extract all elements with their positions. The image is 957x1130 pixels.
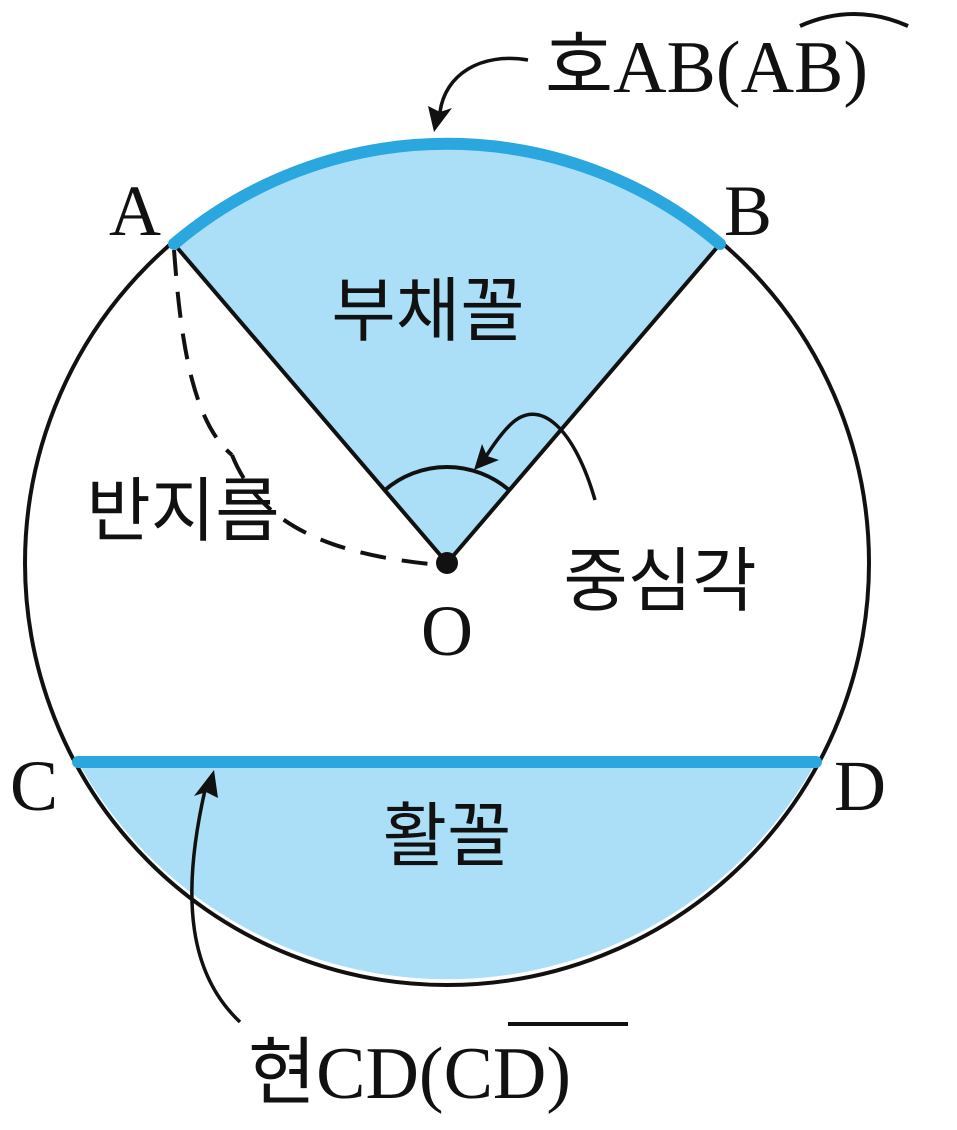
arc-label-notation: AB <box>741 27 844 109</box>
point-label-D: D <box>834 746 886 826</box>
radius-dashed-curve <box>172 249 441 567</box>
chord-label: 현CD(CD) <box>248 1030 571 1116</box>
segment-label: 활꼴 <box>383 795 512 877</box>
point-label-B: B <box>724 171 772 251</box>
chord-label-close-paren: ) <box>546 1033 571 1115</box>
center-point <box>436 552 458 574</box>
arc-label-name: AB <box>613 27 716 109</box>
arc-label-open-paren: ( <box>716 27 741 109</box>
sector-region <box>174 143 720 563</box>
central-angle-arc <box>383 465 511 492</box>
radius-OB <box>445 242 722 565</box>
point-label-O: O <box>421 591 473 671</box>
chord-pointer-arrowhead <box>194 770 218 798</box>
point-label-C: C <box>10 746 58 826</box>
arc-notation-mark <box>799 12 909 28</box>
segment-region <box>78 762 816 980</box>
angle-pointer-arrowhead <box>474 444 499 470</box>
chord-pointer-arrow <box>190 789 242 1024</box>
chord-label-prefix: 현 <box>248 1030 316 1116</box>
angle-pointer-arrow <box>483 412 597 501</box>
arc-pointer-arrowhead <box>428 106 452 132</box>
arc-label-prefix: 호 <box>545 24 613 110</box>
arc-label-close-paren: ) <box>843 27 868 109</box>
radius-OA <box>172 242 449 565</box>
arc-label: 호AB(AB) <box>545 24 868 110</box>
chord-label-open-paren: ( <box>419 1033 444 1115</box>
sector-label: 부채꼴 <box>331 270 524 352</box>
arc-AB-highlight <box>168 137 726 250</box>
arc-pointer-arrow <box>438 56 529 113</box>
central-angle-label: 중심각 <box>563 540 756 622</box>
point-label-A: A <box>109 171 161 251</box>
chord-label-name: CD <box>316 1033 419 1115</box>
radius-label: 반지름 <box>86 470 279 552</box>
chord-label-notation: CD <box>444 1033 547 1115</box>
